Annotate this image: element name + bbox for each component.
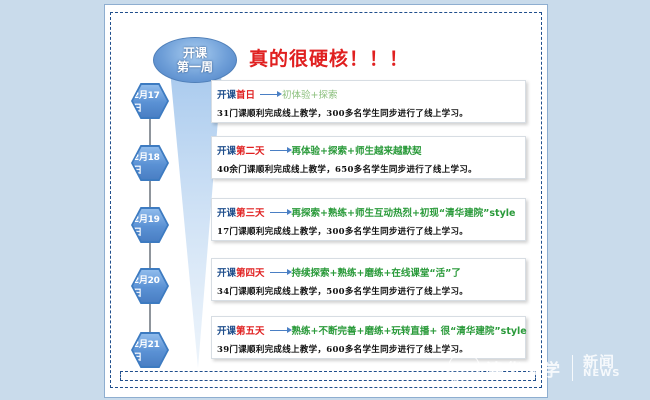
card-title: 开课第五天 熟练+不断完善+磨练+玩转直播+ 很“清华建院”style <box>217 323 527 337</box>
timeline-card: 开课第五天 熟练+不断完善+磨练+玩转直播+ 很“清华建院”style 39门课… <box>211 316 527 359</box>
date-label: 2月20日 <box>133 270 167 302</box>
arrow-right-icon <box>269 208 292 215</box>
arrow-right-icon <box>269 268 292 275</box>
card-body: 17门课顺利完成线上教学，300多名学生同步进行了线上学习。 <box>217 227 469 237</box>
card-desc: 持续探索+熟练+磨练+在线课堂“活”了 <box>291 268 461 279</box>
timeline-card: 开课第二天 再体验+探索+师生越来越默契 40余门课顺利完成线上教学，650多名… <box>211 136 526 179</box>
date-label: 2月18日 <box>133 147 167 179</box>
card-title: 开课第三天 再探索+熟练+师生互动热烈+初现“清华建院”style <box>217 205 516 219</box>
news-zh: 新闻 <box>583 353 616 371</box>
card-prefix: 开课 <box>217 268 237 279</box>
card-body: 34门课顺利完成线上教学，500多名学生同步进行了线上学习。 <box>217 287 469 297</box>
date-label: 2月21日 <box>133 334 167 366</box>
card-title: 开课第二天 再体验+探索+师生越来越默契 <box>217 143 421 157</box>
card-desc: 再体验+探索+师生越来越默契 <box>291 146 422 157</box>
arrow-right-icon <box>260 90 283 97</box>
card-day: 首日 <box>236 90 256 101</box>
card-prefix: 开课 <box>217 90 237 101</box>
news-mark: 新闻 NEWS <box>583 353 621 380</box>
card-prefix: 开课 <box>217 326 237 337</box>
timeline-card: 开课第三天 再探索+熟练+师生互动热烈+初现“清华建院”style 17门课顺利… <box>211 198 526 241</box>
card-desc: 熟练+不断完善+磨练+玩转直播+ 很“清华建院”style <box>291 326 527 337</box>
card-desc: 初体验+探索 <box>282 90 338 101</box>
watermark-name: 清华大学 <box>486 360 562 381</box>
card-day: 第二天 <box>236 146 265 157</box>
card-body: 31门课顺利完成线上教学，300多名学生同步进行了线上学习。 <box>217 109 469 119</box>
date-label: 2月17日 <box>133 85 167 117</box>
timeline-card: 开课首日 初体验+探索 31门课顺利完成线上教学，300多名学生同步进行了线上学… <box>211 80 526 123</box>
card-title: 开课首日 初体验+探索 <box>217 87 338 101</box>
card-body: 40余门课顺利完成线上教学，650多名学生同步进行了线上学习。 <box>217 165 477 175</box>
watermark-divider <box>572 355 573 381</box>
dashed-border <box>110 12 542 388</box>
card-day: 第三天 <box>236 208 265 219</box>
timeline-card: 开课第四天 持续探索+熟练+磨练+在线课堂“活”了 34门课顺利完成线上教学，5… <box>211 258 526 301</box>
date-hexagon: 2月18日 <box>131 145 169 181</box>
card-prefix: 开课 <box>217 146 237 157</box>
page-title: 真的很硬核！！！ <box>249 48 410 70</box>
date-label: 2月19日 <box>133 209 167 241</box>
arrow-right-icon <box>269 146 292 153</box>
card-day: 第五天 <box>236 326 265 337</box>
card-body: 39门课顺利完成线上教学，600多名学生同步进行了线上学习。 <box>217 345 469 355</box>
card-prefix: 开课 <box>217 208 237 219</box>
arrow-right-icon <box>269 326 292 333</box>
week-badge: 开课 第一周 <box>153 37 237 83</box>
card-day: 第四天 <box>236 268 265 279</box>
week-badge-line2: 第一周 <box>176 60 213 74</box>
card-desc: 再探索+熟练+师生互动热烈+初现“清华建院”style <box>291 208 516 219</box>
university-seal-icon: ◎ <box>448 352 480 384</box>
card-title: 开课第四天 持续探索+熟练+磨练+在线课堂“活”了 <box>217 265 461 279</box>
week-badge-line1: 开课 <box>182 46 207 60</box>
news-en: NEWS <box>583 368 621 379</box>
watermark-logo: ◎ 清华大学 新闻 NEWS <box>448 348 638 388</box>
dashed-footer-strip <box>120 371 536 381</box>
